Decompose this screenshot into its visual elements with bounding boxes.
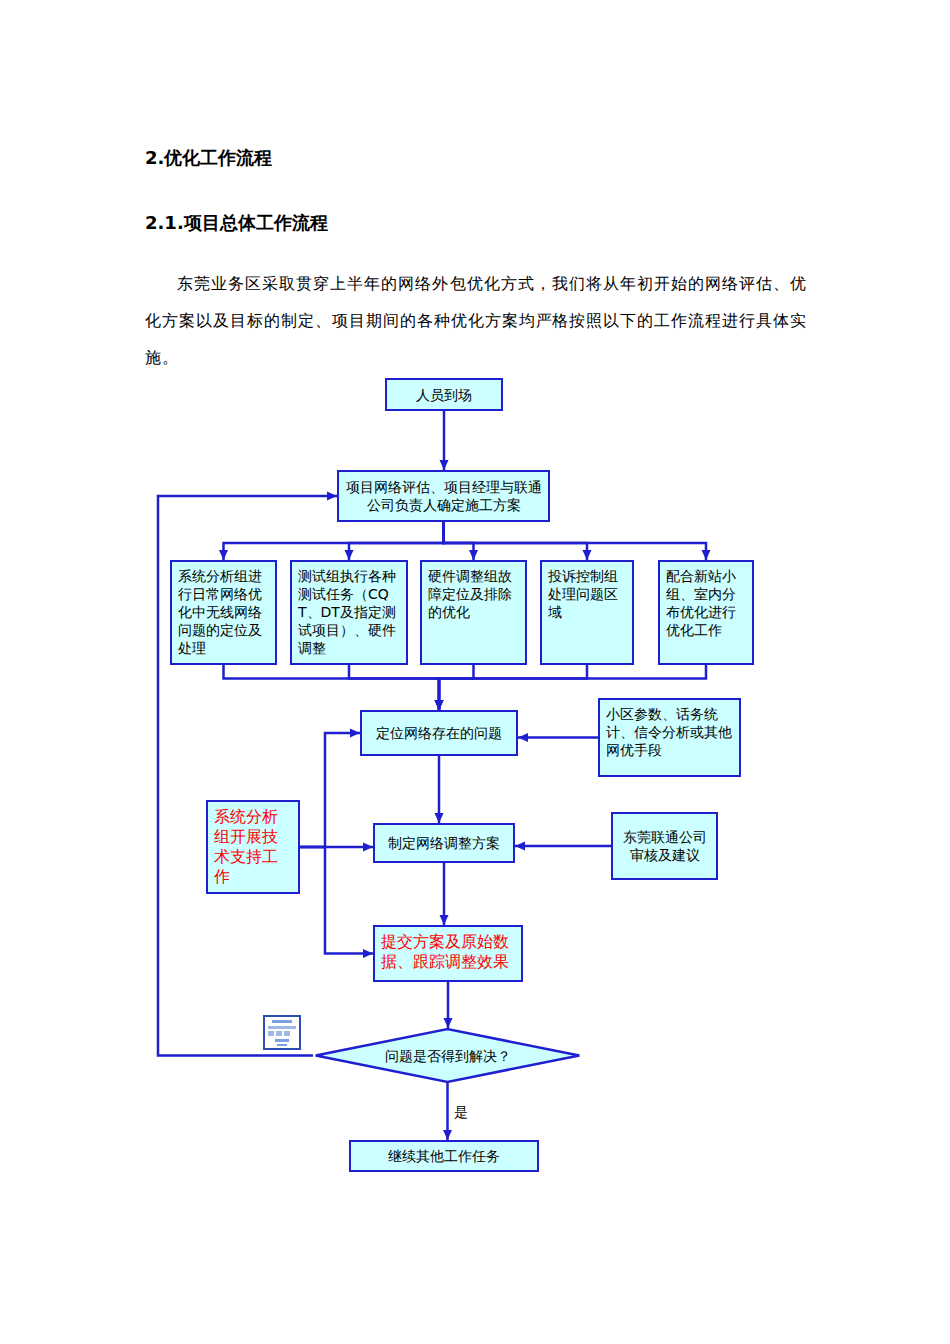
connector-line bbox=[224, 522, 444, 560]
team-box: 投诉控制组处理问题区域 bbox=[540, 560, 634, 665]
node-text: 东莞联通公司审核及建议 bbox=[619, 828, 710, 864]
support-box: 系统分析组开展技术支持工作 bbox=[206, 800, 300, 894]
connector-arrow bbox=[345, 522, 444, 560]
process-box: 制定网络调整方案 bbox=[373, 823, 515, 863]
team-box: 测试组执行各种测试任务（CQT、DT及指定测试项目）、硬件调整 bbox=[290, 560, 408, 665]
icon-bar bbox=[277, 1044, 287, 1046]
arrow-head bbox=[435, 700, 444, 710]
input-box: 小区参数、话务统计、信令分析或其他网优手段 bbox=[598, 698, 741, 777]
connector-line bbox=[439, 665, 474, 710]
arrow-head bbox=[440, 915, 449, 925]
icon-bar bbox=[276, 1031, 282, 1036]
team-box: 硬件调整组故障定位及排除的优化 bbox=[420, 560, 527, 665]
team-box: 配合新站小组、室内分布优化进行优化工作 bbox=[658, 560, 754, 665]
connector-arrow bbox=[518, 733, 598, 742]
connector-arrow bbox=[444, 522, 711, 560]
arrow-head bbox=[435, 700, 444, 710]
icon-bar bbox=[272, 1020, 292, 1023]
arrow-head bbox=[363, 843, 373, 852]
connector-arrow bbox=[515, 842, 611, 851]
node-text: 问题是否得到解决？ bbox=[385, 1047, 511, 1065]
node-text: 系统分析组进行日常网络优化中无线网络问题的定位及处理 bbox=[178, 567, 269, 657]
connector-arrow bbox=[349, 665, 444, 710]
arrow-head bbox=[363, 949, 373, 958]
connector-arrow bbox=[440, 863, 449, 925]
connector-line bbox=[439, 665, 587, 710]
icon-bar bbox=[275, 1039, 289, 1042]
diamond-shape bbox=[316, 1029, 580, 1082]
node-text: 系统分析组开展技术支持工作 bbox=[214, 807, 292, 887]
connector-line bbox=[224, 665, 440, 710]
node-text: 定位网络存在的问题 bbox=[376, 724, 502, 742]
connector-arrow bbox=[300, 729, 360, 848]
node-text: 项目网络评估、项目经理与联通公司负责人确定施工方案 bbox=[345, 478, 542, 514]
connector-line bbox=[444, 522, 588, 560]
connector-line bbox=[300, 733, 360, 847]
connector-arrow bbox=[444, 522, 479, 560]
connector-line bbox=[444, 522, 474, 560]
arrow-head bbox=[435, 700, 444, 710]
node-text: 投诉控制组处理问题区域 bbox=[548, 567, 626, 621]
icon-bar bbox=[268, 1031, 274, 1036]
node-text: 继续其他工作任务 bbox=[388, 1147, 500, 1165]
arrow-head bbox=[350, 729, 360, 738]
connector-arrow bbox=[444, 982, 453, 1028]
connector-line bbox=[444, 522, 707, 560]
connector-line bbox=[518, 736, 598, 739]
connector-line bbox=[349, 665, 439, 710]
connector-arrow bbox=[435, 756, 444, 823]
input-box: 东莞联通公司审核及建议 bbox=[611, 812, 718, 880]
node-text: 测试组执行各种测试任务（CQT、DT及指定测试项目）、硬件调整 bbox=[298, 567, 400, 657]
arrow-head bbox=[515, 842, 525, 851]
connector-line bbox=[515, 845, 611, 848]
body-paragraph: 东莞业务区采取贯穿上半年的网络外包优化方式，我们将从年初开始的网络评估、优化方案… bbox=[145, 265, 807, 376]
connector-line bbox=[300, 847, 373, 954]
arrow-head bbox=[583, 550, 592, 560]
section-heading: 2.优化工作流程 bbox=[145, 147, 272, 169]
process-box: 定位网络存在的问题 bbox=[360, 710, 518, 756]
node-text: 硬件调整组故障定位及排除的优化 bbox=[428, 567, 519, 621]
connector-arrow bbox=[435, 665, 474, 710]
arrow-head bbox=[702, 550, 711, 560]
icon-frame bbox=[264, 1016, 300, 1049]
edge-label: 是 bbox=[452, 1103, 470, 1121]
arrow-head bbox=[444, 1018, 453, 1028]
arrow-head bbox=[327, 492, 337, 501]
connector-arrow bbox=[224, 665, 444, 710]
arrow-head bbox=[443, 1130, 452, 1140]
arrow-head bbox=[469, 550, 478, 560]
arrow-head bbox=[219, 550, 228, 560]
node-text: 配合新站小组、室内分布优化进行优化工作 bbox=[666, 567, 746, 639]
embedded-object-icon bbox=[264, 1016, 300, 1049]
icon-bar bbox=[284, 1031, 290, 1036]
node-text: 制定网络调整方案 bbox=[388, 834, 500, 852]
connector-line bbox=[349, 522, 444, 560]
decision-diamond: 问题是否得到解决？ bbox=[313, 1028, 582, 1083]
connector-arrow bbox=[300, 847, 373, 958]
node-text: 人员到场 bbox=[416, 386, 472, 404]
connector-arrow bbox=[444, 522, 592, 560]
arrow-head bbox=[435, 813, 444, 823]
connector-arrow bbox=[435, 665, 588, 710]
process-box: 人员到场 bbox=[385, 378, 503, 411]
icon-bar bbox=[268, 1026, 296, 1029]
node-text: 提交方案及原始数据、跟踪调整效果 bbox=[381, 932, 515, 972]
arrow-head bbox=[345, 550, 354, 560]
connector-line bbox=[438, 756, 441, 823]
connector-arrow bbox=[440, 411, 449, 470]
arrow-head bbox=[435, 700, 444, 710]
connector-arrow bbox=[219, 522, 444, 560]
subsection-heading: 2.1.项目总体工作流程 bbox=[145, 212, 328, 234]
process-box: 提交方案及原始数据、跟踪调整效果 bbox=[373, 925, 523, 982]
node-text: 小区参数、话务统计、信令分析或其他网优手段 bbox=[606, 705, 733, 759]
arrow-head bbox=[518, 733, 528, 742]
team-box: 系统分析组进行日常网络优化中无线网络问题的定位及处理 bbox=[170, 560, 277, 665]
process-box: 项目网络评估、项目经理与联通公司负责人确定施工方案 bbox=[337, 470, 550, 522]
arrow-head bbox=[440, 460, 449, 470]
process-box: 继续其他工作任务 bbox=[349, 1140, 539, 1172]
arrow-head bbox=[435, 700, 444, 710]
